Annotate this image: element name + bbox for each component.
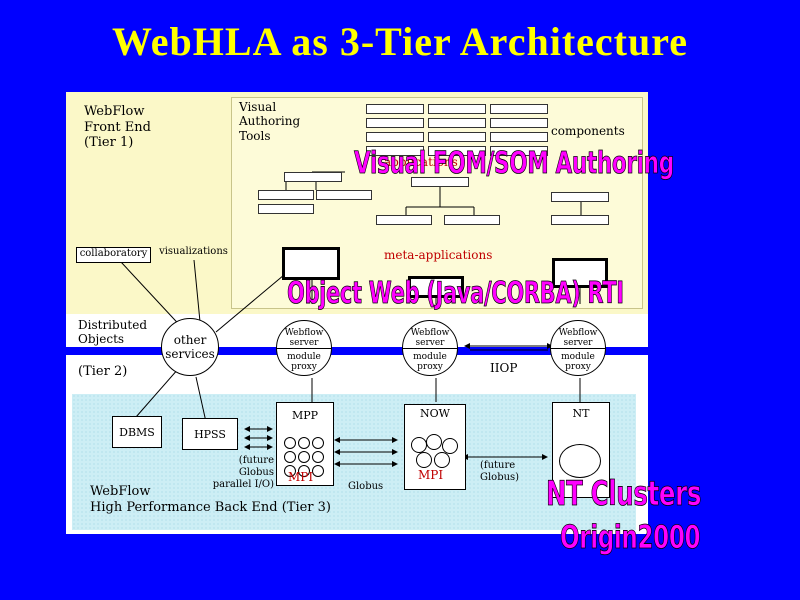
- tier3-zone: [72, 394, 636, 530]
- meta-app-box: [282, 247, 340, 280]
- component-box: [366, 146, 424, 156]
- tier2-sub-label: (Tier 2): [78, 364, 128, 379]
- now-node: [434, 452, 450, 468]
- slide-title: WebHLA as 3-Tier Architecture: [111, 19, 688, 64]
- meta-app-box: [408, 276, 464, 298]
- mpp-node: [312, 465, 324, 477]
- component-box: [428, 104, 486, 114]
- mpp-node: [298, 451, 310, 463]
- meta-app-box: [552, 258, 608, 288]
- mpp-node: [312, 451, 324, 463]
- object-web-rti-heading: Object Web (Java/CORBA) RTI: [287, 276, 625, 312]
- iiop-label: IIOP: [490, 361, 518, 375]
- other-services-node: other services: [161, 318, 219, 376]
- mpp-node: [284, 465, 296, 477]
- now-node: [442, 438, 458, 454]
- dbms-box: DBMS: [112, 416, 162, 448]
- app-box: [284, 172, 342, 182]
- mpp-node: [284, 437, 296, 449]
- hpss-box: HPSS: [182, 418, 238, 450]
- app-box: [258, 190, 314, 200]
- component-box: [366, 132, 424, 142]
- visual-fom-som-heading: Visual FOM/SOM Authoring: [354, 146, 675, 182]
- tier3-label: WebFlow High Performance Back End (Tier …: [90, 484, 331, 515]
- visual-tools-label: Visual Authoring Tools: [239, 100, 301, 143]
- mpp-node: [298, 437, 310, 449]
- component-box: [428, 146, 486, 156]
- app-box: [551, 192, 609, 202]
- app-box: [444, 215, 500, 225]
- component-box: [490, 132, 548, 142]
- app-box: [551, 215, 609, 225]
- applications-label: applications: [384, 155, 458, 169]
- mpi-label-1: MPI: [288, 470, 314, 484]
- future-globus-label: (future Globus): [480, 460, 520, 483]
- app-box: [376, 215, 432, 225]
- app-box: [316, 190, 372, 200]
- component-box: [428, 132, 486, 142]
- components-label: components: [551, 124, 625, 138]
- mpp-node: [284, 451, 296, 463]
- app-box: [411, 177, 469, 187]
- origin2000-heading: Origin2000: [560, 518, 701, 557]
- component-box: [490, 104, 548, 114]
- component-box: [366, 104, 424, 114]
- meta-applications-label: meta-applications: [384, 248, 493, 262]
- now-node: [416, 452, 432, 468]
- future-globus-parallel-label: (future Globus parallel I/O): [212, 455, 274, 490]
- tier2-label: Distributed Objects: [78, 318, 148, 347]
- object-bus: [66, 347, 648, 355]
- collaboratory-box: collaboratory: [76, 247, 151, 263]
- component-box: [428, 118, 486, 128]
- now-node: [426, 434, 442, 450]
- nt-clusters-heading: NT Clusters: [546, 474, 702, 515]
- component-box: [366, 118, 424, 128]
- now-node: [411, 437, 427, 453]
- nt-node: [559, 444, 601, 478]
- architecture-diagram: WebFlow Front End (Tier 1) Visual Author…: [66, 92, 648, 534]
- visualizations-box: visualizations: [159, 246, 228, 257]
- app-box: [258, 204, 314, 214]
- component-box: [490, 118, 548, 128]
- globus-label: Globus: [348, 481, 384, 492]
- component-box: [490, 146, 548, 156]
- mpi-label-2: MPI: [418, 468, 444, 482]
- tier1-label: WebFlow Front End (Tier 1): [84, 104, 151, 151]
- mpp-node: [298, 465, 310, 477]
- mpp-node: [312, 437, 324, 449]
